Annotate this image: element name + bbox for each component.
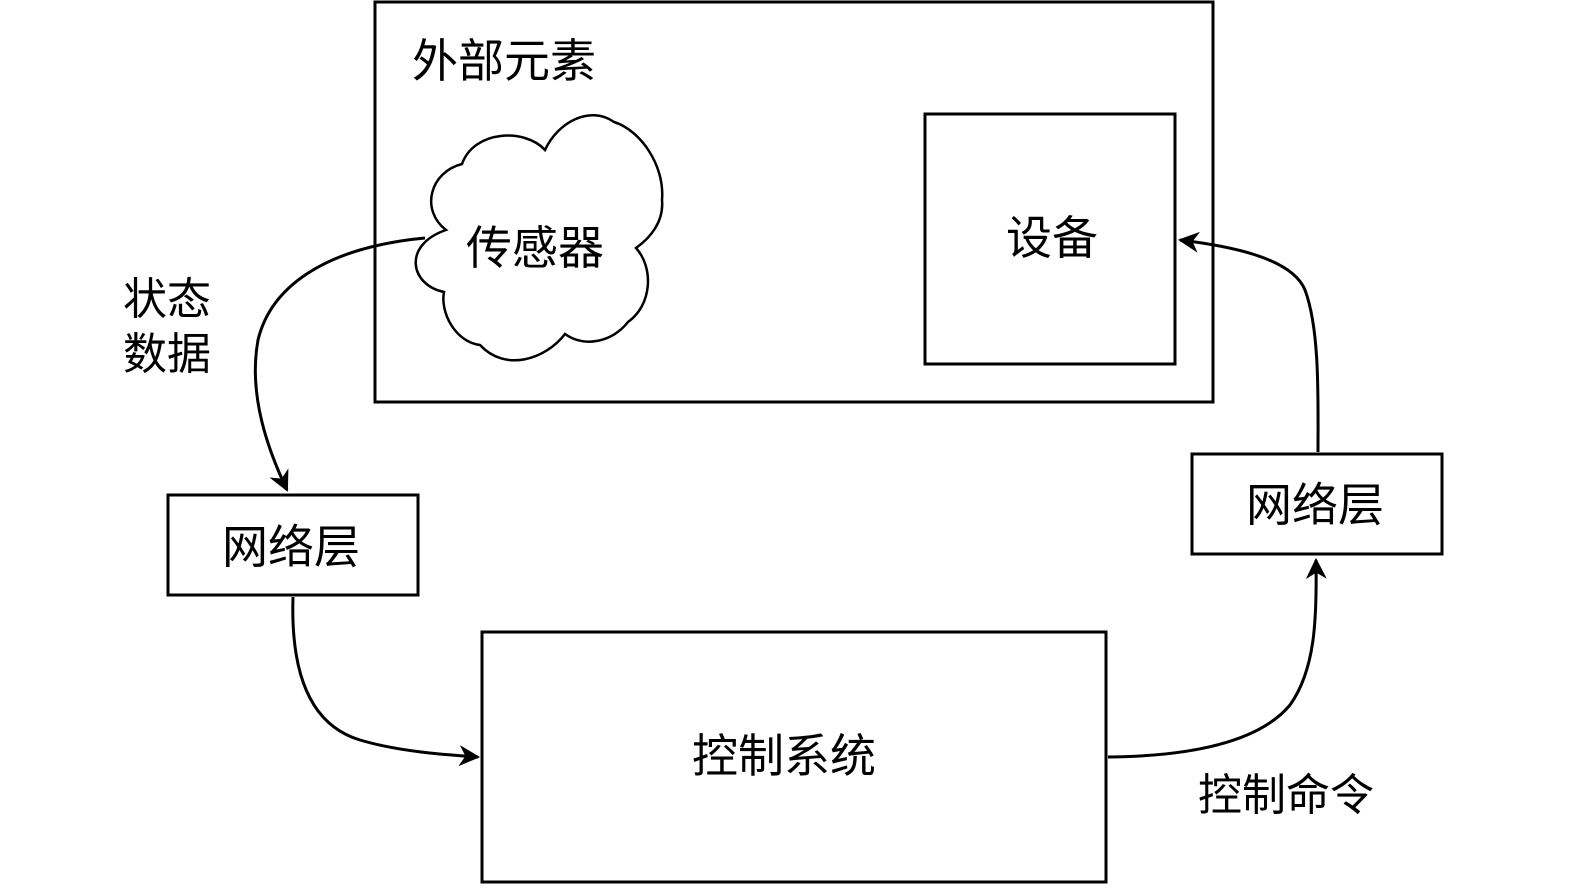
device-label: 设备 (1006, 211, 1098, 265)
network-layer-left-label: 网络层 (222, 520, 360, 574)
network-layer-right-box (1190, 452, 1444, 556)
sensor-cloud-shape (414, 114, 664, 362)
network-layer-right-label: 网络层 (1246, 478, 1384, 532)
external-elements-box (373, 0, 1215, 404)
arrow-control-to-network (1107, 557, 1327, 759)
arrow-sensor-to-network (253, 236, 426, 492)
sensor-label: 传感器 (466, 221, 604, 275)
control-system-box (480, 630, 1108, 884)
device-box (923, 112, 1177, 366)
arrow-network-to-device (1177, 231, 1320, 453)
external-elements-title: 外部元素 (412, 34, 596, 88)
network-layer-left-box (166, 493, 420, 597)
control-system-label: 控制系统 (692, 729, 876, 783)
arrow-network-to-control (291, 596, 481, 767)
state-data-label: 状态数据 (123, 274, 211, 380)
control-command-label: 控制命令 (1198, 770, 1374, 821)
